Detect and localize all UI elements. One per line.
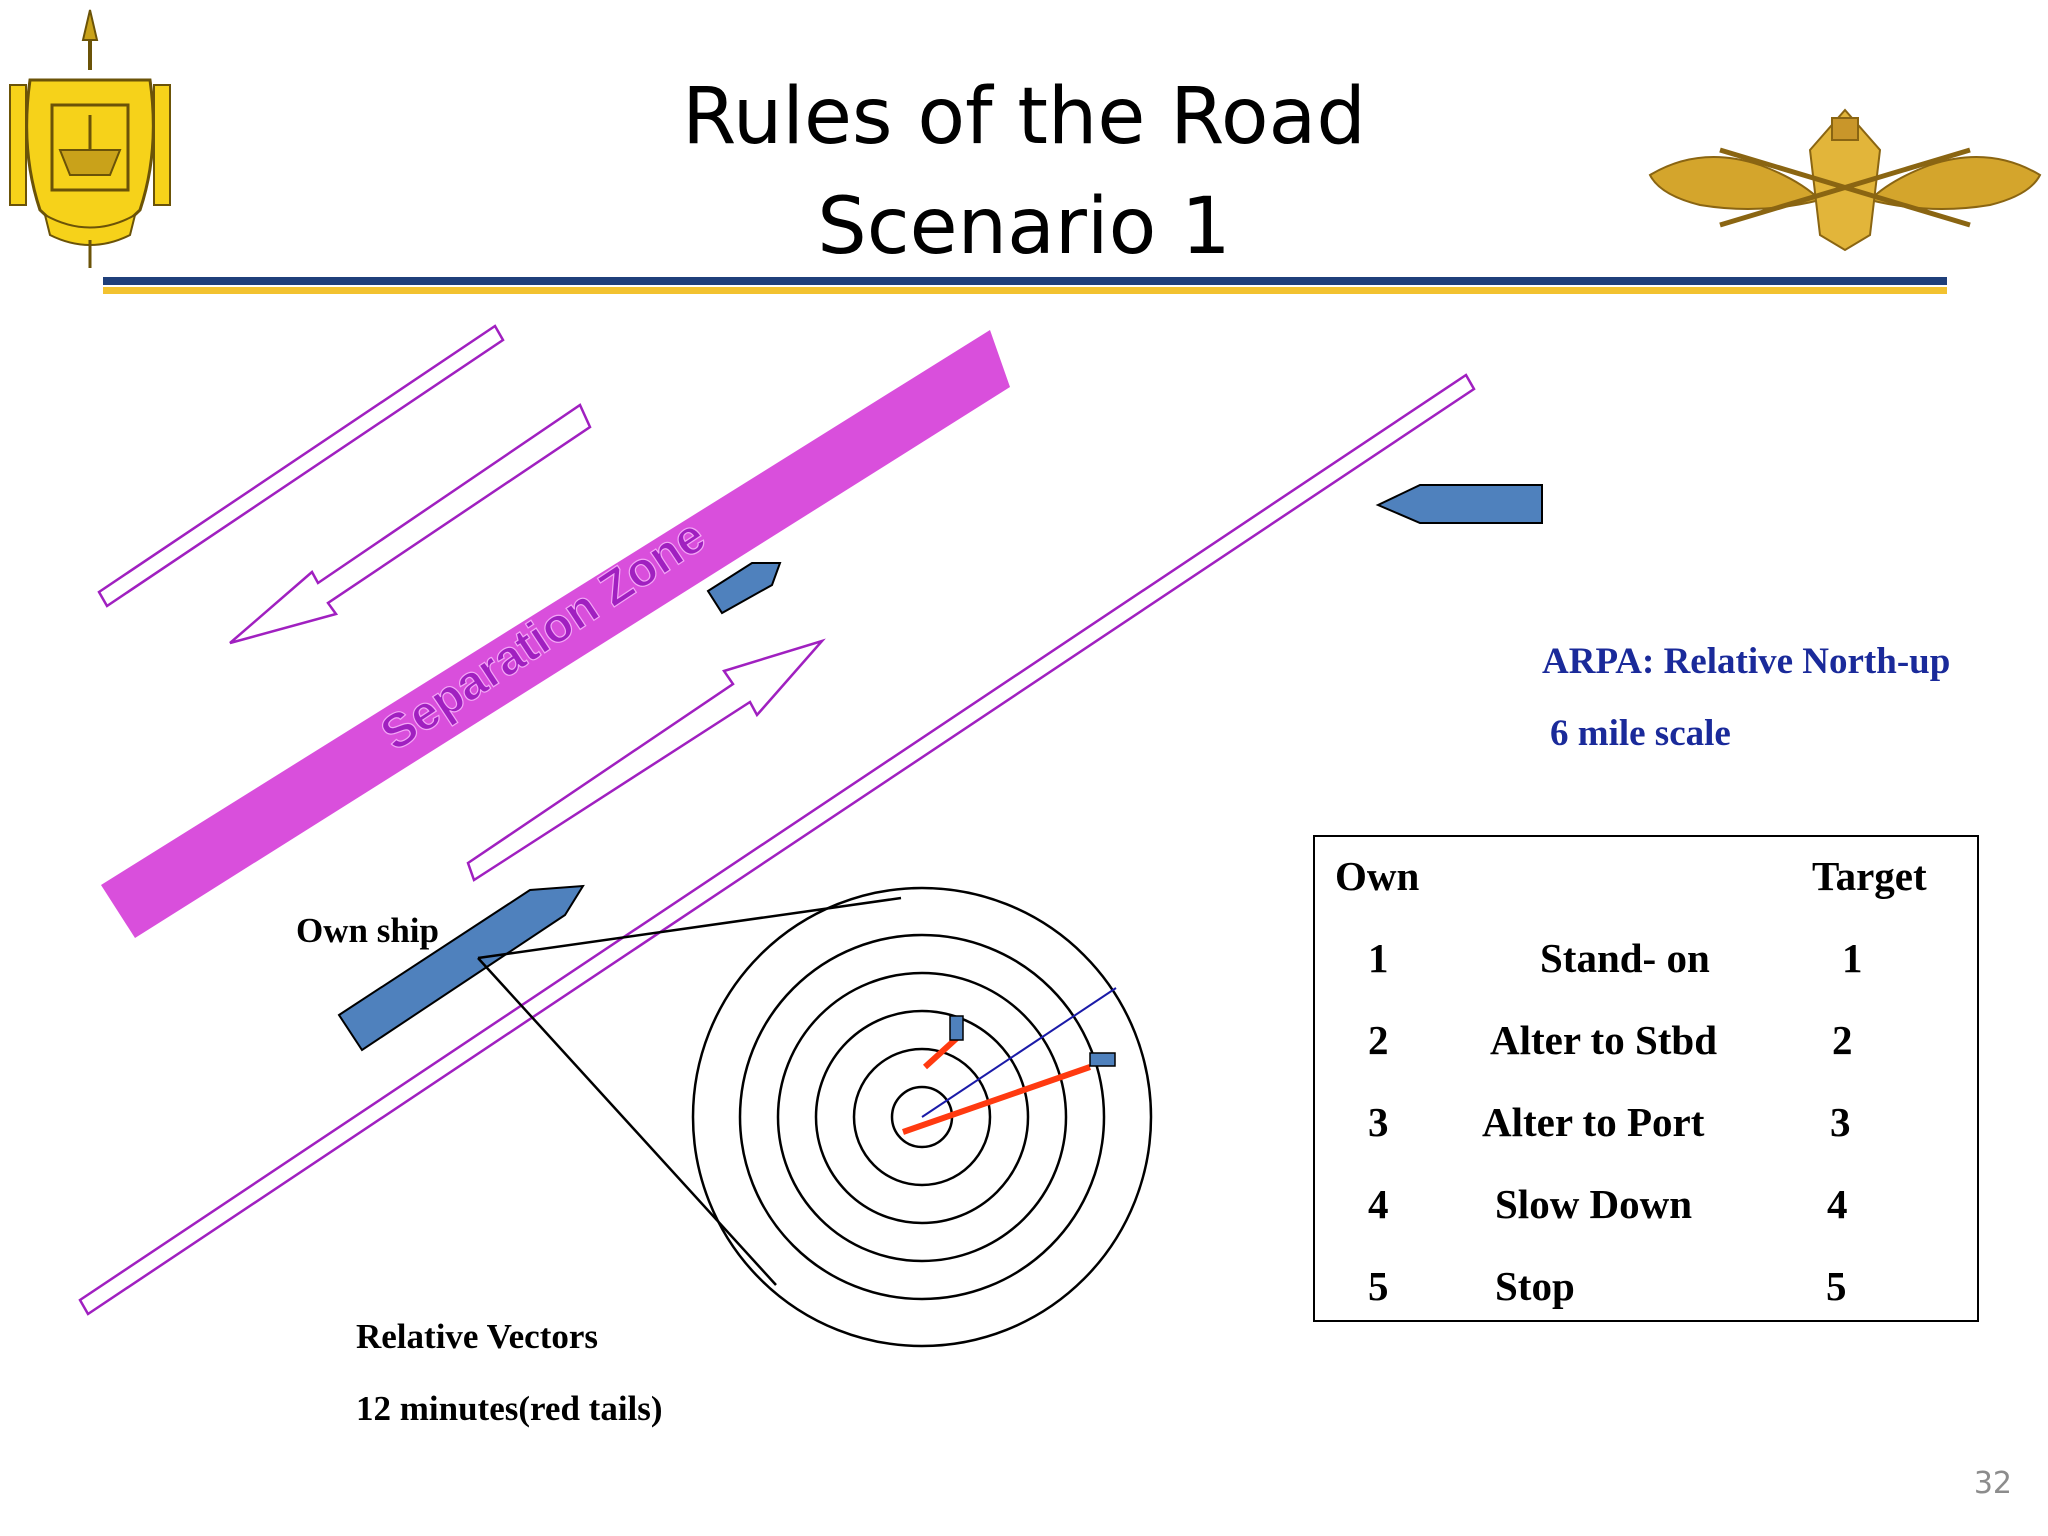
vector-time-label: 12 minutes(red tails) <box>356 1389 663 1428</box>
option-action-3: Alter to Port <box>1482 1099 1705 1145</box>
header-rule-blue <box>103 277 1947 285</box>
bearing-line <box>921 987 1117 1118</box>
option-action-4: Slow Down <box>1495 1181 1693 1227</box>
option-action-5: Stop <box>1495 1263 1575 1309</box>
traffic-arrow-northeast <box>466 638 826 882</box>
target-column-header: Target <box>1812 853 1927 899</box>
target-option-1: 1 <box>1842 935 1863 981</box>
header-rule-gold <box>103 287 1947 294</box>
target-option-3: 3 <box>1830 1099 1851 1145</box>
target-ship-small <box>706 562 782 615</box>
title-line-2: Scenario 1 <box>817 182 1231 272</box>
own-option-3: 3 <box>1368 1099 1389 1145</box>
relative-vector-target-2 <box>902 1064 1091 1135</box>
separation-zone-label: Separation Zone <box>372 509 715 761</box>
traffic-arrow-southwest <box>229 403 592 645</box>
separation-zone <box>101 330 1010 938</box>
slide-title: Rules of the Road Scenario 1 <box>0 62 2048 282</box>
target-option-2: 2 <box>1832 1017 1853 1063</box>
page-number: 32 <box>1973 1466 2012 1501</box>
radar-target-2 <box>1089 1052 1116 1067</box>
radar-range-rings <box>691 886 1153 1348</box>
lane-boundary-lower <box>78 373 1476 1316</box>
option-action-1: Stand- on <box>1540 935 1710 981</box>
lane-boundary-upper <box>97 324 505 608</box>
radar-target-1 <box>949 1015 964 1041</box>
target-ship-westbound <box>1375 484 1543 524</box>
target-option-4: 4 <box>1827 1181 1848 1227</box>
option-action-2: Alter to Stbd <box>1490 1017 1718 1063</box>
arpa-mode-label: ARPA: Relative North-up <box>1542 641 1951 682</box>
own-option-4: 4 <box>1368 1181 1389 1227</box>
own-option-2: 2 <box>1368 1017 1389 1063</box>
own-option-1: 1 <box>1368 935 1389 981</box>
target-option-5: 5 <box>1826 1263 1847 1309</box>
us-naval-academy-seal-icon <box>9 9 171 268</box>
magnifier-line-bottom <box>477 957 777 1286</box>
relative-vectors-label: Relative Vectors <box>356 1317 599 1356</box>
relative-vector-target-1 <box>922 1035 960 1070</box>
own-column-header: Own <box>1335 853 1420 899</box>
own-ship-label: Own ship <box>296 911 439 950</box>
maneuver-options-box <box>1313 835 1979 1322</box>
title-line-1: Rules of the Road <box>682 72 1366 162</box>
surface-warfare-officer-insignia-icon <box>1648 108 2042 252</box>
own-option-5: 5 <box>1368 1263 1389 1309</box>
arpa-scale-label: 6 mile scale <box>1550 713 1731 754</box>
own-ship <box>337 884 585 1052</box>
